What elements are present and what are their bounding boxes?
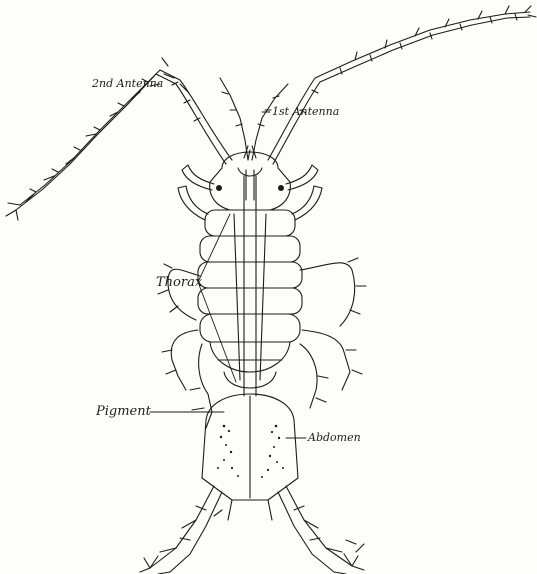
label-abdomen: Abdomen [308,432,361,443]
abdomen [202,394,298,520]
head [182,152,318,210]
uropods [140,486,364,574]
label-pigment: Pigment [96,405,151,418]
thorax-segments [198,176,302,396]
label-first-antenna: 1st Antenna [272,106,339,117]
first-antennae [220,78,288,160]
label-second-antenna: 2nd Antenna [92,78,163,89]
label-thorax: Thorax [156,276,202,289]
thoracic-legs [158,186,366,428]
leader-lines [150,84,306,438]
second-antenna-right [268,6,536,164]
